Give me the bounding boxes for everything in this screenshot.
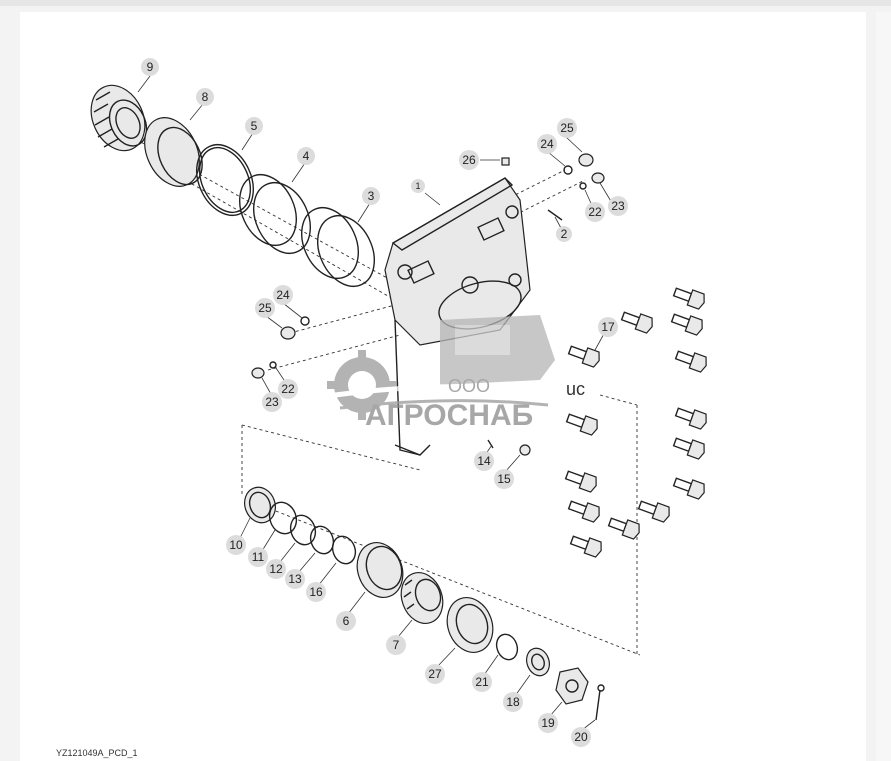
svg-text:26: 26	[462, 153, 476, 167]
left-fittings	[251, 316, 310, 379]
callout-20: 20	[571, 727, 591, 747]
stray-text: uc	[566, 379, 585, 399]
svg-text:9: 9	[147, 60, 154, 74]
svg-text:8: 8	[202, 90, 209, 104]
callout-24-top: 24	[537, 134, 557, 154]
svg-text:23: 23	[265, 395, 279, 409]
callout-26: 26	[459, 150, 479, 170]
watermark-logo: ООО АГРОСНАБ	[327, 315, 555, 432]
svg-text:24: 24	[276, 288, 290, 302]
part-20-cotter-pin	[595, 684, 605, 721]
svg-text:4: 4	[303, 149, 310, 163]
callout-18: 18	[503, 692, 523, 712]
part-26-plug	[501, 157, 510, 166]
part-27-seal	[446, 597, 494, 653]
part-4-rings	[239, 174, 311, 254]
svg-text:11: 11	[252, 550, 265, 564]
washers-21-18	[495, 633, 550, 677]
svg-text:21: 21	[475, 675, 489, 689]
callout-6: 6	[336, 611, 356, 631]
part-1-housing	[384, 177, 531, 456]
part-19-castle-nut	[555, 667, 589, 705]
svg-text:18: 18	[506, 695, 520, 709]
callout-10: 10	[226, 535, 246, 555]
callout-13: 13	[285, 569, 305, 589]
svg-text:25: 25	[560, 121, 574, 135]
callout-8: 8	[196, 88, 214, 106]
svg-text:6: 6	[343, 614, 350, 628]
svg-text:22: 22	[281, 382, 295, 396]
svg-text:5: 5	[251, 119, 258, 133]
svg-text:17: 17	[601, 320, 615, 334]
callout-11: 11	[248, 547, 268, 567]
svg-text:27: 27	[428, 667, 442, 681]
figure-code: YZ121049A_PCD_1	[56, 748, 138, 758]
svg-text:1: 1	[415, 181, 420, 191]
callout-22-top: 22	[585, 202, 605, 222]
svg-text:10: 10	[229, 538, 243, 552]
svg-text:22: 22	[588, 205, 602, 219]
callout-2: 2	[556, 226, 572, 242]
callout-17: 17	[598, 317, 618, 337]
svg-text:20: 20	[574, 730, 588, 744]
callout-7: 7	[386, 635, 406, 655]
svg-text:19: 19	[541, 716, 555, 730]
upper-fittings	[547, 153, 605, 221]
svg-text:23: 23	[611, 199, 625, 213]
callout-3: 3	[362, 187, 380, 205]
callout-14: 14	[474, 451, 494, 471]
callout-12: 12	[266, 559, 286, 579]
part-6-cup	[356, 542, 404, 598]
part-8-bearing-cup	[144, 117, 203, 187]
svg-text:15: 15	[497, 472, 511, 486]
bolts-part-17	[564, 287, 707, 558]
callout-22-left: 22	[278, 379, 298, 399]
watermark-prefix: ООО	[448, 376, 490, 396]
callout-16: 16	[306, 582, 326, 602]
callout-15: 15	[494, 469, 514, 489]
part-9-tapered-bearing	[90, 84, 148, 152]
lower-rings	[244, 486, 357, 565]
callout-4: 4	[297, 147, 315, 165]
svg-text:2: 2	[561, 227, 568, 241]
callout-21: 21	[472, 672, 492, 692]
part-5-ring	[196, 144, 254, 216]
callout-24-left: 24	[273, 285, 293, 305]
callout-25-left: 25	[255, 298, 275, 318]
top-bar	[0, 0, 891, 6]
callout-23-top: 23	[608, 196, 628, 216]
svg-text:12: 12	[269, 562, 283, 576]
right-strip	[876, 12, 891, 761]
svg-text:25: 25	[258, 301, 272, 315]
svg-text:7: 7	[393, 638, 400, 652]
part-3-rings	[301, 207, 375, 287]
svg-text:14: 14	[477, 454, 491, 468]
callout-23-left: 23	[262, 392, 282, 412]
part-7-bearing-cone	[400, 572, 444, 624]
svg-text:13: 13	[288, 572, 302, 586]
callout-5: 5	[245, 117, 263, 135]
callout-9: 9	[141, 58, 159, 76]
callout-25-top: 25	[557, 118, 577, 138]
svg-text:3: 3	[368, 189, 375, 203]
svg-text:24: 24	[540, 137, 554, 151]
gear-combine-logo-icon	[327, 315, 555, 420]
parts-14-15	[394, 439, 531, 456]
watermark-brand: АГРОСНАБ	[365, 399, 533, 432]
callout-1: 1	[411, 179, 425, 193]
callout-27: 27	[425, 664, 445, 684]
callout-19: 19	[538, 713, 558, 733]
svg-text:16: 16	[309, 585, 323, 599]
